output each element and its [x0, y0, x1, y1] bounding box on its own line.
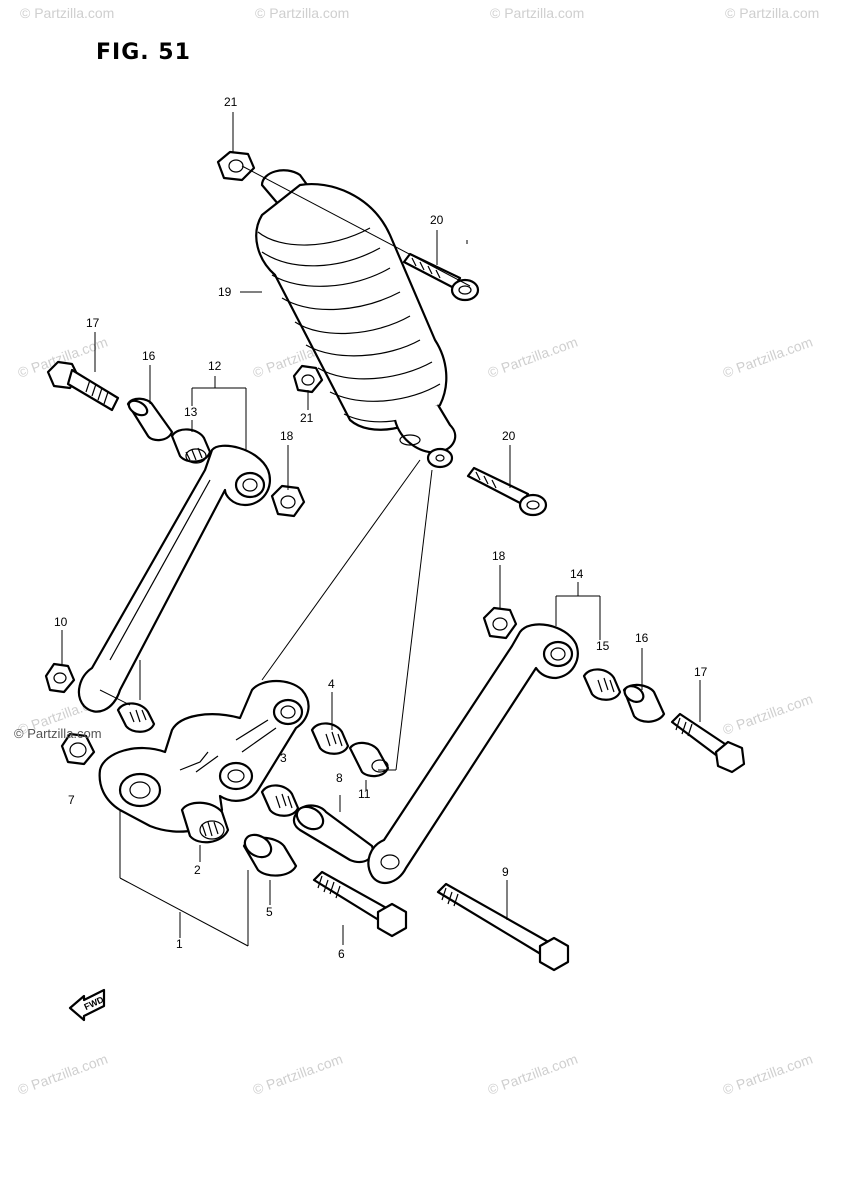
callout-19: 19	[218, 285, 232, 299]
bolt-6	[312, 870, 408, 938]
nut-21-top	[216, 150, 256, 182]
link-rod-right	[367, 623, 579, 885]
bearing-4	[310, 722, 350, 755]
watermark: © Partzilla.com	[20, 5, 114, 21]
watermark: © Partzilla.com	[721, 691, 815, 738]
nut-18-left	[270, 484, 306, 518]
nut-18-right	[482, 606, 518, 640]
bolt-17-right	[670, 712, 746, 774]
watermark: © Partzilla.com	[721, 1051, 815, 1098]
callout-2: 2	[194, 863, 201, 877]
bolt-9	[436, 882, 570, 972]
bearing-15	[582, 668, 622, 701]
callout-21: 21	[300, 411, 314, 425]
callout-6: 6	[338, 947, 345, 961]
nut-21-mid	[292, 364, 324, 394]
watermark: © Partzilla.com	[255, 5, 349, 21]
bolt-20-top	[402, 252, 480, 302]
callout-16: 16	[142, 349, 156, 363]
bearing-lever-left	[116, 702, 156, 733]
watermarks: © Partzilla.com © Partzilla.com © Partzi…	[16, 5, 820, 1098]
watermark: © Partzilla.com	[486, 334, 580, 381]
side-watermark: © Partzilla.com	[14, 726, 102, 741]
leader-lines	[61, 112, 701, 947]
watermark: © Partzilla.com	[486, 1051, 580, 1098]
cushion-lever	[98, 679, 310, 833]
callout-13: 13	[184, 405, 198, 419]
callout-9: 9	[502, 865, 509, 879]
watermark: © Partzilla.com	[721, 334, 815, 381]
link-rod-left	[77, 444, 271, 713]
callout-10: 10	[54, 615, 68, 629]
watermark: © Partzilla.com	[251, 1051, 345, 1098]
watermark: © Partzilla.com	[725, 5, 819, 21]
callout-8: 8	[336, 771, 343, 785]
callout-18: 18	[492, 549, 506, 563]
collar-11	[348, 741, 390, 778]
watermark: © Partzilla.com	[16, 1051, 110, 1098]
callout-20: 20	[502, 429, 516, 443]
fwd-arrow: FWD	[68, 988, 106, 1022]
callout-5: 5	[266, 905, 273, 919]
callout-20: 20	[430, 213, 444, 227]
bearing-lever-mid	[260, 784, 300, 817]
shock-absorber	[255, 169, 457, 469]
watermark: © Partzilla.com	[490, 5, 584, 21]
callout-17: 17	[694, 665, 708, 679]
callout-12: 12	[208, 359, 222, 373]
collar-16-left	[126, 397, 174, 442]
collar-5	[242, 833, 298, 877]
bearing-13	[170, 428, 212, 464]
nut-7	[60, 732, 96, 766]
callout-15: 15	[596, 639, 610, 653]
bolt-20-bottom	[466, 466, 548, 517]
bearing-2	[180, 801, 230, 844]
callout-16: 16	[635, 631, 649, 645]
callout-1: 1	[176, 937, 183, 951]
callout-21: 21	[224, 95, 238, 109]
spacer-8	[292, 804, 374, 864]
callout-7: 7	[68, 793, 75, 807]
callout-4: 4	[328, 677, 335, 691]
callout-3: 3	[280, 751, 287, 765]
nut-10	[44, 662, 76, 694]
figure-title: FIG. 51	[96, 40, 191, 65]
callouts: 21 20 19 17 16 12 13 21 18 20 18 14 15 1…	[54, 95, 708, 961]
bolt-17-left	[46, 360, 120, 412]
callout-11: 11	[358, 787, 371, 801]
callout-14: 14	[570, 567, 584, 581]
callout-17: 17	[86, 316, 100, 330]
collar-16-right	[622, 683, 666, 723]
callout-18: 18	[280, 429, 294, 443]
